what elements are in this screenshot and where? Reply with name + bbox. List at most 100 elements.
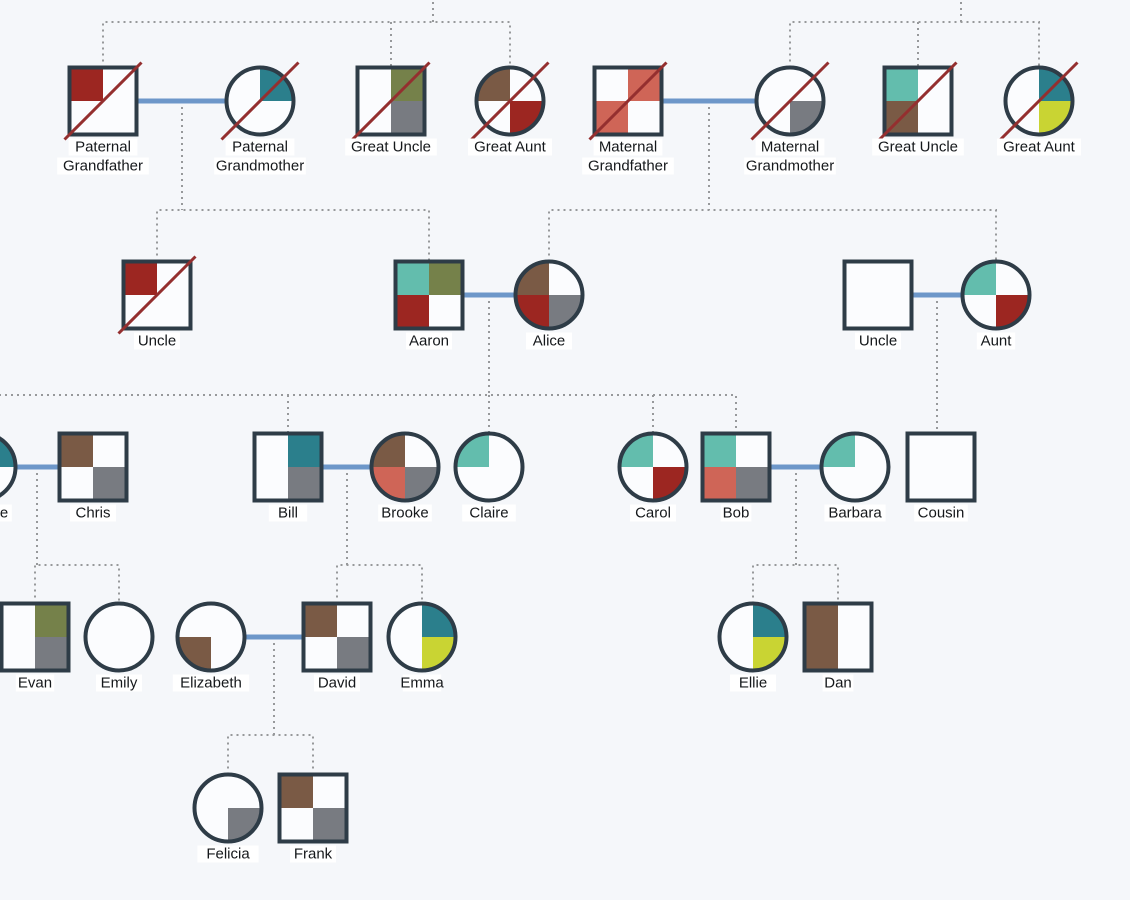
node-outline (513, 259, 585, 331)
node-outline (592, 65, 664, 137)
node-label: Great Uncle (878, 139, 958, 156)
node-claire[interactable]: Claire (453, 431, 525, 522)
quadrant-br (653, 467, 687, 501)
label-background (824, 504, 886, 522)
node-label: Maternal (761, 139, 819, 156)
node-aunt-maternal[interactable]: Aunt (960, 259, 1032, 350)
node-outline (252, 431, 324, 503)
quadrant-tl (476, 67, 510, 101)
node-label: Emily (101, 675, 138, 692)
node-aaron[interactable]: Aaron (393, 259, 465, 350)
node-great-uncle-maternal[interactable]: Great Uncle (872, 61, 964, 156)
node-label: Great Aunt (1003, 139, 1076, 156)
label-background (855, 332, 901, 350)
node-great-aunt-paternal[interactable]: Great Aunt (468, 61, 552, 156)
quadrant-bl (371, 467, 405, 501)
label-background (630, 504, 676, 522)
connector-sibling-line-uncle-aaron (156, 209, 430, 262)
connector-sibling-line-paternal-top (102, 21, 511, 68)
quadrant-br (753, 637, 787, 671)
label-background (526, 332, 572, 350)
node-label: Chris (75, 505, 110, 522)
node-spouse-at-left-edge[interactable]: e (0, 434, 18, 522)
node-label: Emma (400, 675, 444, 692)
node-outline (67, 65, 139, 137)
label-background (462, 504, 516, 522)
node-outline (277, 772, 349, 844)
node-dan[interactable]: Dan (802, 601, 874, 692)
quadrant-tl (69, 67, 103, 101)
label-background (872, 138, 964, 156)
node-brooke[interactable]: Brooke (369, 431, 441, 522)
node-label: Brooke (381, 505, 429, 522)
node-evan[interactable]: Evan (0, 601, 71, 692)
quadrant-br (996, 295, 1030, 329)
connector-sibling-line-maternal-top (789, 21, 1040, 68)
node-outline (192, 772, 264, 844)
node-carol[interactable]: Carol (617, 431, 689, 522)
quadrant-tl (702, 433, 736, 467)
node-bill[interactable]: Bill (252, 431, 324, 522)
node-cousin[interactable]: Cousin (905, 431, 977, 522)
label-background (744, 157, 836, 175)
label-background (70, 504, 116, 522)
quadrant-br (337, 637, 371, 671)
label-background (402, 674, 442, 692)
node-emma[interactable]: Emma (386, 601, 458, 692)
node-great-uncle-paternal[interactable]: Great Uncle (345, 61, 437, 156)
node-label: Dan (824, 675, 852, 692)
node-label: Ellie (739, 675, 767, 692)
label-background (976, 332, 1016, 350)
quadrant-tr (0, 438, 16, 467)
quadrant-br (405, 467, 439, 501)
label-background (0, 504, 12, 522)
label-background (268, 504, 308, 522)
node-outline (355, 65, 427, 137)
node-outline (905, 431, 977, 503)
quadrant-br (288, 467, 322, 501)
deceased-slash (117, 255, 197, 335)
node-outline (83, 601, 155, 673)
label-background (822, 674, 854, 692)
node-frank[interactable]: Frank (277, 772, 349, 863)
label-background (197, 845, 259, 863)
node-barbara[interactable]: Barbara (819, 431, 891, 522)
node-alice[interactable]: Alice (513, 259, 585, 350)
node-uncle-maternal[interactable]: Uncle (842, 259, 914, 350)
label-background (914, 504, 968, 522)
node-uncle-paternal[interactable]: Uncle (117, 255, 197, 350)
node-label: Bob (723, 505, 750, 522)
node-outline (1003, 65, 1075, 137)
node-david[interactable]: David (301, 601, 373, 692)
quadrant-br (510, 101, 544, 135)
node-outline (386, 601, 458, 673)
node-ellie[interactable]: Ellie (717, 601, 789, 692)
label-background (68, 138, 138, 156)
node-felicia[interactable]: Felicia (192, 772, 264, 863)
deceased-slash (351, 61, 431, 141)
node-chris[interactable]: Chris (57, 431, 129, 522)
quadrant-br (736, 467, 770, 501)
node-emily[interactable]: Emily (83, 601, 155, 692)
quadrant-tr (753, 603, 787, 637)
node-outline (301, 601, 373, 673)
node-label: Claire (469, 505, 508, 522)
node-elizabeth[interactable]: Elizabeth (172, 601, 250, 692)
label-background (345, 138, 437, 156)
node-label: Felicia (206, 846, 250, 863)
node-bob[interactable]: Bob (700, 431, 772, 522)
node-label: Uncle (859, 333, 897, 350)
label-background (57, 157, 149, 175)
quadrant-tl (455, 433, 489, 467)
node-outline (57, 431, 129, 503)
node-outline (819, 431, 891, 503)
quadrant-tr (429, 261, 463, 295)
node-outline (453, 431, 525, 503)
node-label: Paternal (232, 139, 288, 156)
node-great-aunt-maternal[interactable]: Great Aunt (997, 61, 1081, 156)
